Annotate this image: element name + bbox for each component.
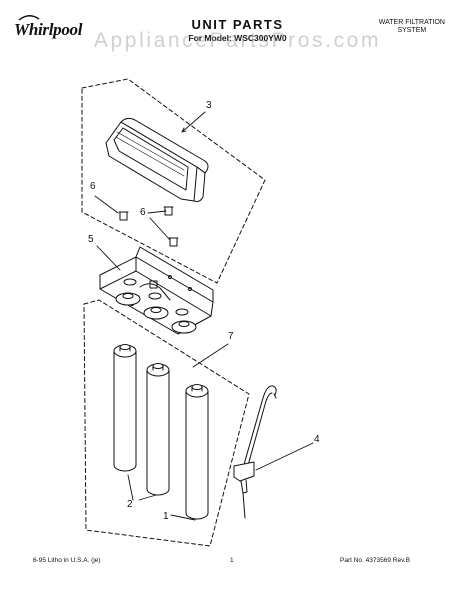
brand-logo: Whirlpool <box>14 20 83 39</box>
print-info: 6-95 Litho in U.S.A. (je) <box>33 557 101 564</box>
callout-screw: 6 <box>90 181 96 192</box>
manifold-part <box>99 246 214 335</box>
part-number: Part No. 4373569 Rev.B <box>340 557 410 564</box>
system-name-line-1: WATER FILTRATION <box>378 19 445 26</box>
page-title: UNIT PARTS <box>191 17 284 32</box>
screw-part <box>118 206 179 247</box>
faucet-part <box>233 385 277 519</box>
page-number: 1 <box>230 557 234 564</box>
callout-cartridge: 1 <box>163 511 169 522</box>
callout-cover: 3 <box>206 100 212 111</box>
model-number: For Model: WSC300YW0 <box>188 33 287 43</box>
system-name-line-2: SYSTEM <box>397 27 427 34</box>
cover-group-outline <box>81 78 266 284</box>
callout-faucet: 4 <box>314 434 320 445</box>
filter-cartridge-part <box>185 384 209 520</box>
filter-cartridge-part <box>113 344 137 472</box>
filter-cartridge-part <box>146 363 170 496</box>
callout-cartridge: 2 <box>127 499 133 510</box>
cover-part <box>105 117 209 202</box>
logo-swoosh-icon <box>18 15 40 21</box>
callout-manifold: 5 <box>88 234 94 245</box>
system-name: WATER FILTRATION SYSTEM <box>379 19 445 35</box>
callout-screw: 6 <box>140 207 146 218</box>
cartridge-group-outline <box>83 299 250 547</box>
callout-cartridge-group: 7 <box>228 331 234 342</box>
callout-leaders <box>94 111 314 521</box>
